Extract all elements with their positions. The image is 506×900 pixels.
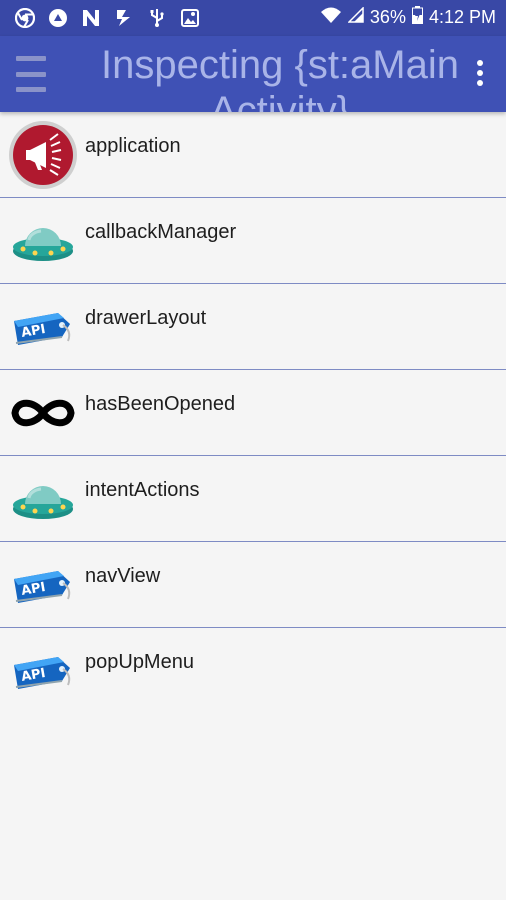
bolt-icon xyxy=(113,7,135,29)
list-item[interactable]: callbackManager xyxy=(0,198,506,284)
list-item[interactable]: API navView xyxy=(0,542,506,628)
status-indicators: 36% 4:12 PM xyxy=(320,6,496,29)
battery-text: 36% xyxy=(369,7,406,27)
megaphone-icon xyxy=(8,120,78,190)
item-label: application xyxy=(85,135,181,157)
list-item[interactable]: application xyxy=(0,112,506,198)
ufo-icon xyxy=(8,206,78,276)
item-label: intentActions xyxy=(85,479,200,501)
n-icon xyxy=(80,7,102,29)
photo-icon xyxy=(179,7,201,29)
svg-text:API: API xyxy=(20,665,47,684)
api-tag-icon: API xyxy=(8,292,78,362)
menu-icon[interactable] xyxy=(16,54,46,94)
list-item[interactable]: intentActions xyxy=(0,456,506,542)
item-label: drawerLayout xyxy=(85,307,207,329)
item-label: popUpMenu xyxy=(85,651,194,673)
ufo-icon xyxy=(8,464,78,534)
field-list: application callbackManager AP xyxy=(0,112,506,713)
chrome-icon xyxy=(14,7,36,29)
wifi-icon xyxy=(320,6,342,29)
usb-icon xyxy=(146,7,168,29)
status-bar: 36% 4:12 PM xyxy=(0,0,506,36)
api-tag-icon: API xyxy=(8,636,78,706)
notification-icons xyxy=(14,7,201,29)
page-title: Inspecting {st:aMainActivity} xyxy=(101,43,459,112)
item-label: callbackManager xyxy=(85,221,237,243)
api-tag-icon: API xyxy=(8,550,78,620)
clock: 4:12 PM xyxy=(428,7,496,27)
item-label: navView xyxy=(85,565,161,587)
battery-icon xyxy=(411,6,423,29)
list-item[interactable]: hasBeenOpened xyxy=(0,370,506,456)
svg-text:API: API xyxy=(20,321,47,340)
signal-icon xyxy=(347,6,364,28)
more-options-icon[interactable] xyxy=(476,60,484,88)
item-label: hasBeenOpened xyxy=(85,393,236,415)
infinity-icon xyxy=(8,378,78,448)
drive-icon xyxy=(47,7,69,29)
app-bar: Inspecting {st:aMainActivity} xyxy=(0,36,506,112)
list-item[interactable]: API popUpMenu xyxy=(0,628,506,713)
svg-text:API: API xyxy=(20,579,47,598)
list-item[interactable]: API drawerLayout xyxy=(0,284,506,370)
